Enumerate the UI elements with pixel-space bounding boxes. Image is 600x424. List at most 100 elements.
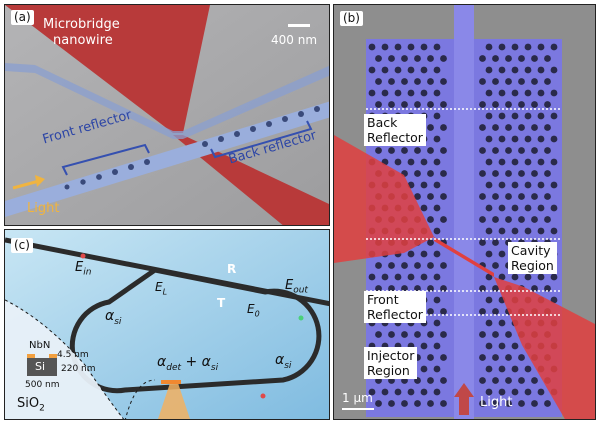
nanowire-top-pad <box>5 5 210 133</box>
crystal-hole <box>505 193 512 200</box>
crystal-hole <box>511 204 519 212</box>
crystal-hole <box>531 285 538 292</box>
crystal-hole <box>537 181 545 189</box>
crystal-hole <box>388 147 395 154</box>
crystal-hole <box>498 89 506 97</box>
inset-sio2-label: SiO2 <box>17 396 45 414</box>
crystal-hole <box>550 158 558 166</box>
crystal-hole <box>433 66 441 74</box>
crystal-hole <box>511 112 519 120</box>
crystal-hole <box>420 250 428 258</box>
light-label-b: Light <box>480 395 513 410</box>
crystal-hole <box>492 308 499 315</box>
crystal-hole <box>394 43 402 51</box>
crystal-hole <box>544 216 551 223</box>
input-marker <box>80 253 86 259</box>
crystal-hole <box>537 158 545 166</box>
crystal-hole <box>407 273 415 281</box>
crystal-hole <box>414 78 421 85</box>
crystal-hole <box>485 66 493 74</box>
crystal-hole <box>511 227 519 235</box>
crystal-hole <box>394 273 402 281</box>
crystal-hole <box>511 181 519 189</box>
nbn-right <box>49 354 57 358</box>
crystal-hole <box>498 227 506 235</box>
crystal-hole <box>485 112 493 120</box>
crystal-hole <box>420 365 428 373</box>
crystal-hole <box>433 250 441 258</box>
light-arrow-head-b <box>454 383 474 397</box>
crystal-hole <box>420 66 428 74</box>
crystal-hole <box>524 112 532 120</box>
inset-nbn-thickness: 4.5 nm <box>57 350 89 360</box>
crystal-hole <box>368 66 376 74</box>
crystal-hole <box>505 354 512 361</box>
crystal-hole <box>388 78 395 85</box>
crystal-hole <box>479 55 486 62</box>
e-l-label: EL <box>155 280 168 297</box>
crystal-hole <box>440 78 447 85</box>
crystal-hole <box>505 170 512 177</box>
crystal-hole <box>492 216 499 223</box>
nanowire-bridge <box>434 237 494 277</box>
crystal-hole <box>531 216 538 223</box>
crystal-hole <box>407 66 415 74</box>
crystal-hole <box>544 193 551 200</box>
crystal-hole <box>440 400 447 407</box>
alpha-det-label: αdet + αsi <box>157 354 219 373</box>
crystal-hole <box>401 55 408 62</box>
crystal-hole <box>485 319 493 327</box>
crystal-hole <box>407 250 415 258</box>
crystal-hole <box>485 250 493 258</box>
crystal-hole <box>518 354 525 361</box>
crystal-hole <box>433 158 441 166</box>
crystal-hole <box>524 365 532 373</box>
panel-c-ring-resonator-schematic: (c) Ein Eout EL E0 R T αsi αsi αdet + αs… <box>4 229 330 420</box>
crystal-hole <box>433 227 441 235</box>
crystal-hole <box>440 216 447 223</box>
crystal-hole <box>550 273 558 281</box>
scale-label-b: 1 μm <box>342 391 373 405</box>
inset-si-thickness: 220 nm <box>61 364 96 374</box>
crystal-hole <box>524 43 532 51</box>
crystal-hole <box>544 78 551 85</box>
crystal-hole <box>518 377 525 384</box>
panel-a-tag: (a) <box>11 10 34 25</box>
crystal-hole <box>550 204 558 212</box>
crystal-hole <box>537 227 545 235</box>
crystal-hole <box>420 89 428 97</box>
nanowire-left-pad <box>334 135 434 263</box>
crystal-hole <box>492 55 499 62</box>
crystal-hole <box>492 400 499 407</box>
crystal-hole <box>511 158 519 166</box>
crystal-hole <box>492 285 499 292</box>
inset-nbn-label: NbN <box>29 340 51 351</box>
crystal-hole <box>440 262 447 269</box>
cavity-line1: Cavity <box>511 243 551 258</box>
crystal-hole <box>381 273 389 281</box>
crystal-hole <box>368 43 376 51</box>
crystal-hole <box>537 66 545 74</box>
crystal-hole <box>485 227 493 235</box>
crystal-hole <box>518 55 525 62</box>
back-reflector-bracket <box>210 120 313 159</box>
back-reflector-line1: Back <box>367 115 398 130</box>
crystal-hole <box>427 216 434 223</box>
crystal-hole <box>440 285 447 292</box>
front-reflector-line1: Front <box>367 292 399 307</box>
crystal-hole <box>492 262 499 269</box>
crystal-hole <box>375 262 382 269</box>
crystal-hole <box>518 216 525 223</box>
crystal-hole <box>485 181 493 189</box>
crystal-hole <box>492 124 499 131</box>
crystal-hole <box>394 158 402 166</box>
crystal-hole <box>550 89 558 97</box>
crystal-hole <box>544 147 551 154</box>
crystal-hole <box>414 55 421 62</box>
panel-a-sem-microbridge: (a) Microbridge nanowire 400 nm Front re… <box>4 4 330 226</box>
crystal-hole <box>518 193 525 200</box>
crystal-hole <box>388 55 395 62</box>
crystal-hole <box>401 101 408 108</box>
crystal-hole <box>427 193 434 200</box>
crystal-hole <box>531 400 538 407</box>
